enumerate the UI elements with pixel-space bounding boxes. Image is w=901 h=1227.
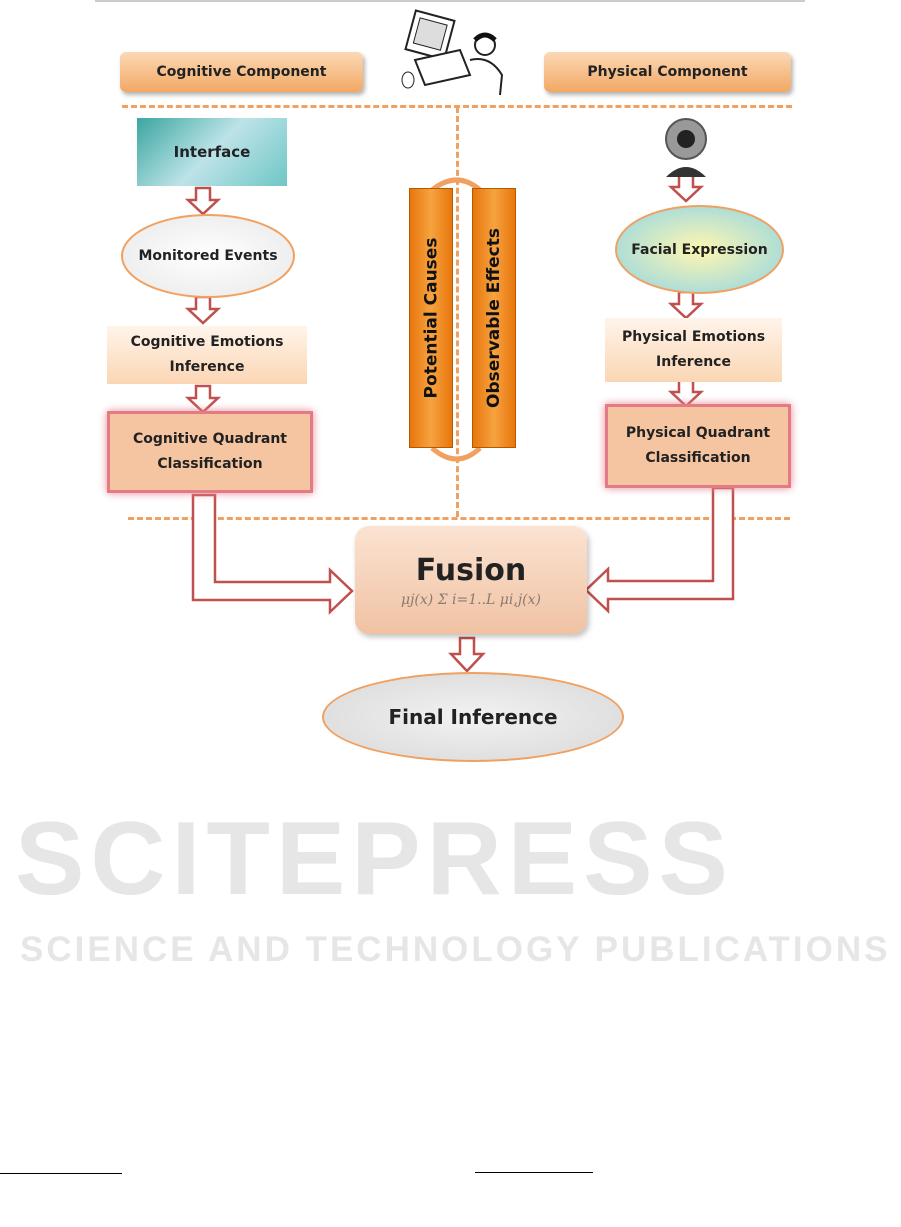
monitored-events: Monitored Events: [121, 214, 295, 298]
fusion-label: Fusion: [415, 552, 527, 588]
interface-box: Interface: [137, 118, 287, 186]
observable-effects-label: Observable Effects: [484, 228, 505, 408]
center-divider: [456, 107, 459, 517]
cognitive-emotions-inference: Cognitive Emotions Inference: [107, 326, 307, 384]
down-arrow: [667, 290, 705, 320]
fusion-formula: μj(x) Σ i=1..L μi,j(x): [400, 591, 541, 608]
fusion-box: Fusion μj(x) Σ i=1..L μi,j(x): [355, 526, 587, 634]
physical-component-header: Physical Component: [544, 52, 791, 92]
footnote-rule-right: [475, 1172, 593, 1173]
bottom-divider: [128, 517, 790, 520]
down-arrow: [184, 295, 222, 325]
top-divider: [122, 105, 792, 108]
down-arrow: [184, 384, 222, 414]
final-inference: Final Inference: [322, 672, 624, 762]
watermark: SCITEPRESS: [15, 801, 734, 917]
down-arrow: [184, 186, 222, 216]
cognitive-quadrant-classification: Cognitive Quadrant Classification: [107, 411, 313, 493]
right-feed-arrow: [584, 486, 735, 614]
facial-expression: Facial Expression: [615, 205, 784, 294]
footnote-rule: [0, 1173, 122, 1174]
cognitive-component-header: Cognitive Component: [120, 52, 363, 92]
down-arrow: [667, 378, 705, 408]
observable-effects-bar: Observable Effects: [472, 188, 516, 448]
watermark-subtitle: SCIENCE AND TECHNOLOGY PUBLICATIONS: [20, 930, 891, 969]
user-computer-icon: [401, 9, 504, 96]
potential-causes-bar: Potential Causes: [409, 188, 453, 448]
left-feed-arrow: [191, 493, 354, 615]
physical-quadrant-classification: Physical Quadrant Classification: [605, 404, 791, 488]
webcam-icon: [665, 118, 707, 177]
potential-causes-label: Potential Causes: [421, 237, 442, 399]
physical-emotions-inference: Physical Emotions Inference: [605, 318, 782, 382]
down-arrow: [448, 636, 486, 673]
top-rule: [95, 0, 805, 2]
